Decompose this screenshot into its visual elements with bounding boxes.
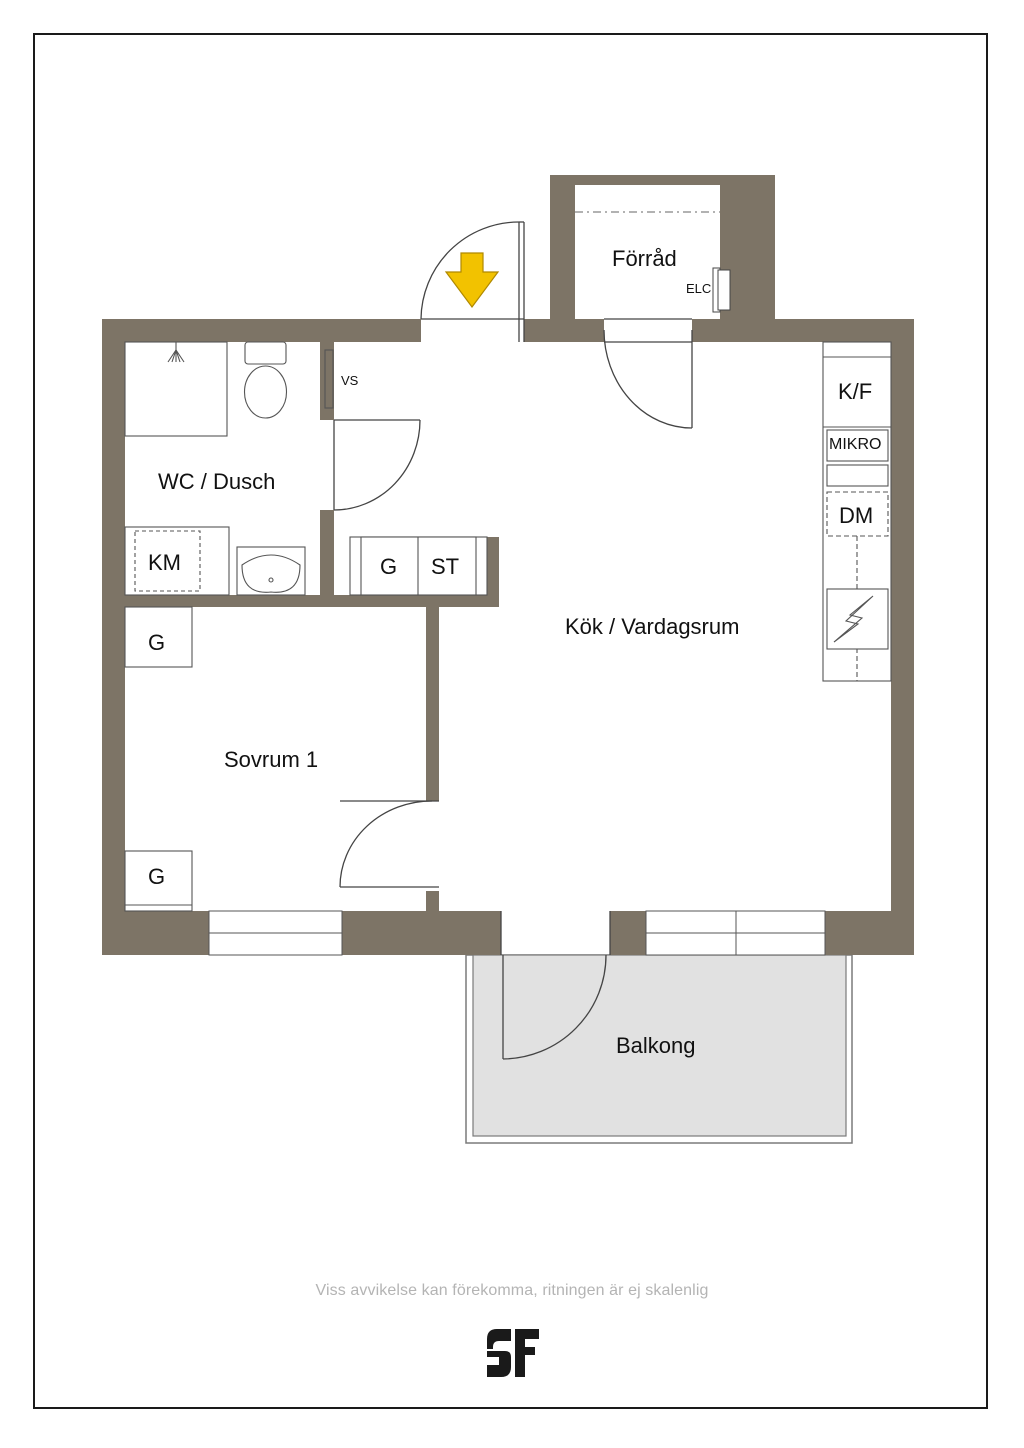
doors xyxy=(333,221,693,1060)
kf-label: K/F xyxy=(838,379,873,404)
interior-walls xyxy=(125,342,499,911)
dm-label: DM xyxy=(839,503,874,528)
bedroom-g-bottom-label: G xyxy=(148,864,166,889)
disclaimer-text: Viss avvikelse kan förekomma, ritningen … xyxy=(315,1282,709,1299)
sink-icon xyxy=(236,546,306,596)
room-label-kok-vardagsrum: Kök / Vardagsrum xyxy=(565,614,740,639)
km-label: KM xyxy=(148,550,181,575)
brand-logo-icon xyxy=(487,1329,539,1377)
bedroom-g-top-label: G xyxy=(148,630,166,655)
walls xyxy=(102,175,914,955)
windows xyxy=(208,910,826,956)
room-label-balkong: Balkong xyxy=(616,1033,696,1058)
kitchen-counter xyxy=(822,341,892,682)
entrance-arrow-icon xyxy=(444,252,500,309)
room-label-wc-dusch: WC / Dusch xyxy=(158,469,276,494)
bathroom-fixtures xyxy=(124,341,334,596)
page-frame xyxy=(33,33,988,1409)
elc-label: ELC xyxy=(686,281,712,296)
shower-icon xyxy=(167,342,185,363)
elc-cabinet xyxy=(712,267,731,313)
st-label: ST xyxy=(431,554,460,579)
toilet-icon xyxy=(243,341,288,419)
vs-shaft xyxy=(324,349,334,409)
vs-label: VS xyxy=(341,373,359,388)
room-label-forrad: Förråd xyxy=(612,246,677,271)
room-label-sovrum: Sovrum 1 xyxy=(224,747,319,772)
mikro-label: MIKRO xyxy=(829,436,882,453)
hall-g-label: G xyxy=(380,554,398,579)
bedroom-wardrobes xyxy=(124,606,193,912)
hall-wardrobes xyxy=(349,536,488,596)
